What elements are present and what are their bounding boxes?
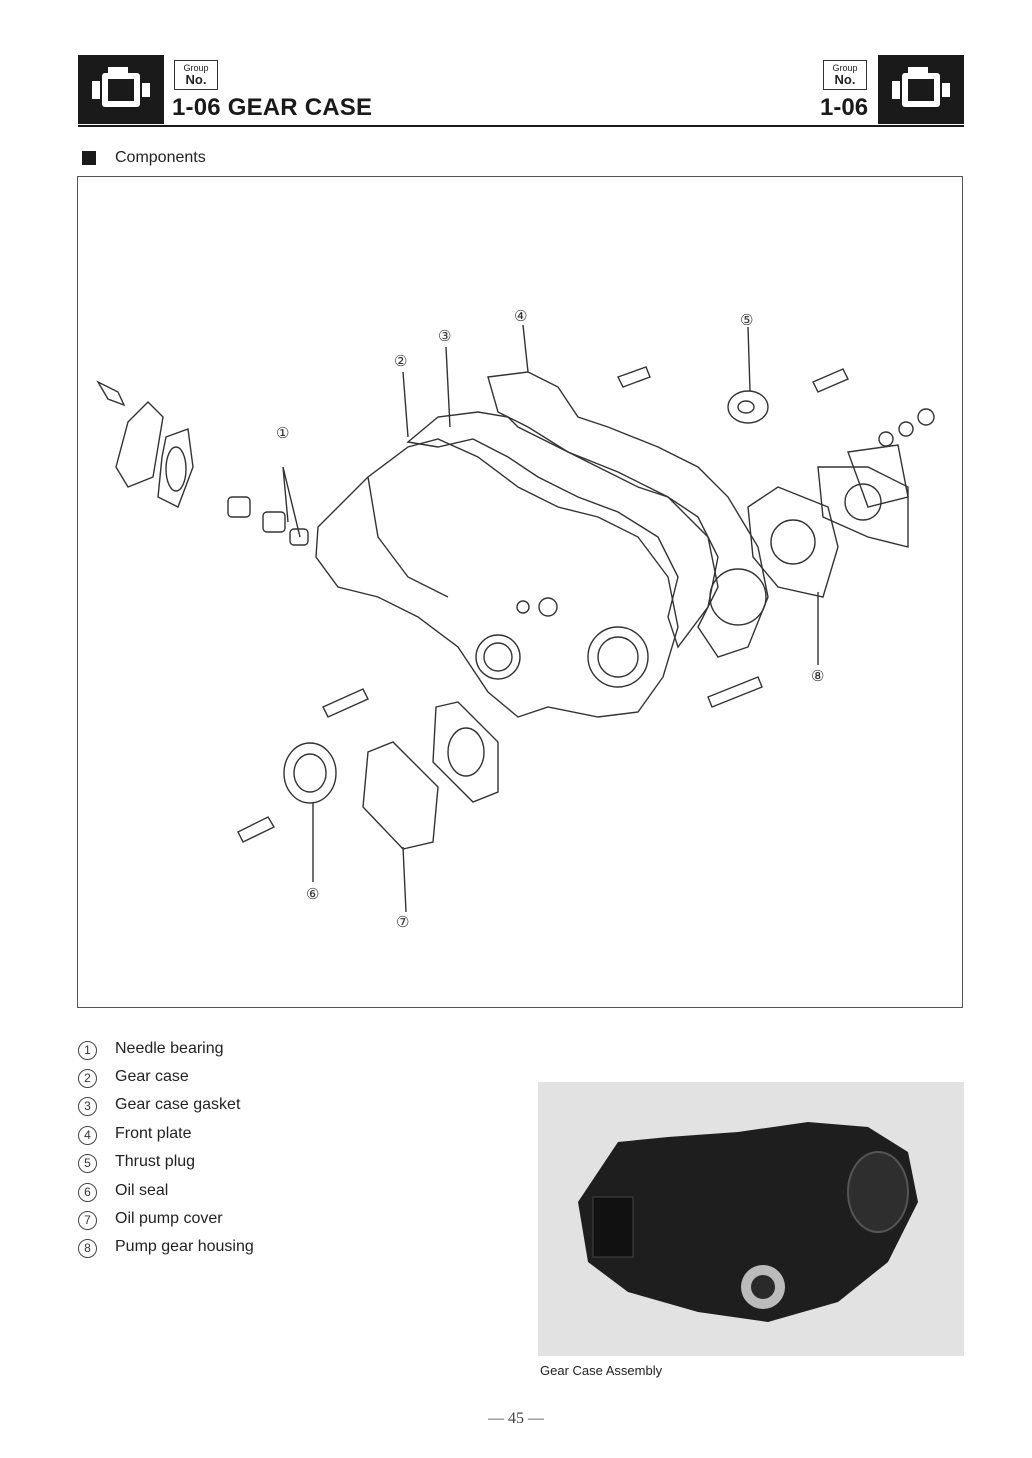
no-label-right: No. — [824, 73, 866, 87]
page-title: 1-06 GEAR CASE — [172, 94, 372, 122]
callout-7: ⑦ — [396, 913, 409, 931]
legend-label: Oil seal — [115, 1182, 168, 1200]
callout-3: ③ — [438, 327, 451, 345]
legend-label: Gear case — [115, 1068, 189, 1086]
photo-caption: Gear Case Assembly — [540, 1363, 662, 1378]
front-plate-drawing — [488, 372, 768, 657]
legend-label: Needle bearing — [115, 1040, 224, 1058]
engine-icon — [78, 55, 164, 124]
engine-icon-right — [878, 55, 964, 124]
legend-label: Pump gear housing — [115, 1238, 254, 1256]
callout-2: ② — [394, 352, 407, 370]
legend-number: 1 — [78, 1041, 97, 1060]
gear-case-drawing — [316, 439, 678, 717]
callout-1: ① — [276, 424, 289, 442]
gear-case-photo — [538, 1082, 964, 1356]
callout-6: ⑥ — [306, 885, 319, 903]
legend-number: 6 — [78, 1183, 97, 1202]
page-number: — 45 — — [0, 1410, 1032, 1428]
legend-number: 3 — [78, 1097, 97, 1116]
legend-label: Front plate — [115, 1125, 191, 1143]
pump-housing-drawing — [748, 487, 838, 597]
legend-number: 4 — [78, 1126, 97, 1145]
callout-5: ⑤ — [740, 311, 753, 329]
no-label: No. — [175, 73, 217, 87]
header-rule — [78, 125, 964, 127]
group-number-box-right: Group No. — [823, 60, 867, 90]
callout-8: ⑧ — [811, 667, 824, 685]
section-bullet — [82, 151, 96, 165]
exploded-diagram: ① ② ③ ④ ⑤ ⑥ ⑦ ⑧ — [77, 176, 963, 1008]
legend-number: 7 — [78, 1211, 97, 1230]
legend-number: 5 — [78, 1154, 97, 1173]
legend-number: 8 — [78, 1239, 97, 1258]
callout-4: ④ — [514, 307, 527, 325]
group-number-box: Group No. — [174, 60, 218, 90]
legend-number: 2 — [78, 1069, 97, 1088]
legend-label: Thrust plug — [115, 1153, 195, 1171]
page-number-code-right: 1-06 — [820, 94, 868, 122]
legend-label: Oil pump cover — [115, 1210, 223, 1228]
section-title: Components — [115, 149, 206, 167]
legend-label: Gear case gasket — [115, 1096, 240, 1114]
gasket-drawing — [408, 412, 718, 647]
